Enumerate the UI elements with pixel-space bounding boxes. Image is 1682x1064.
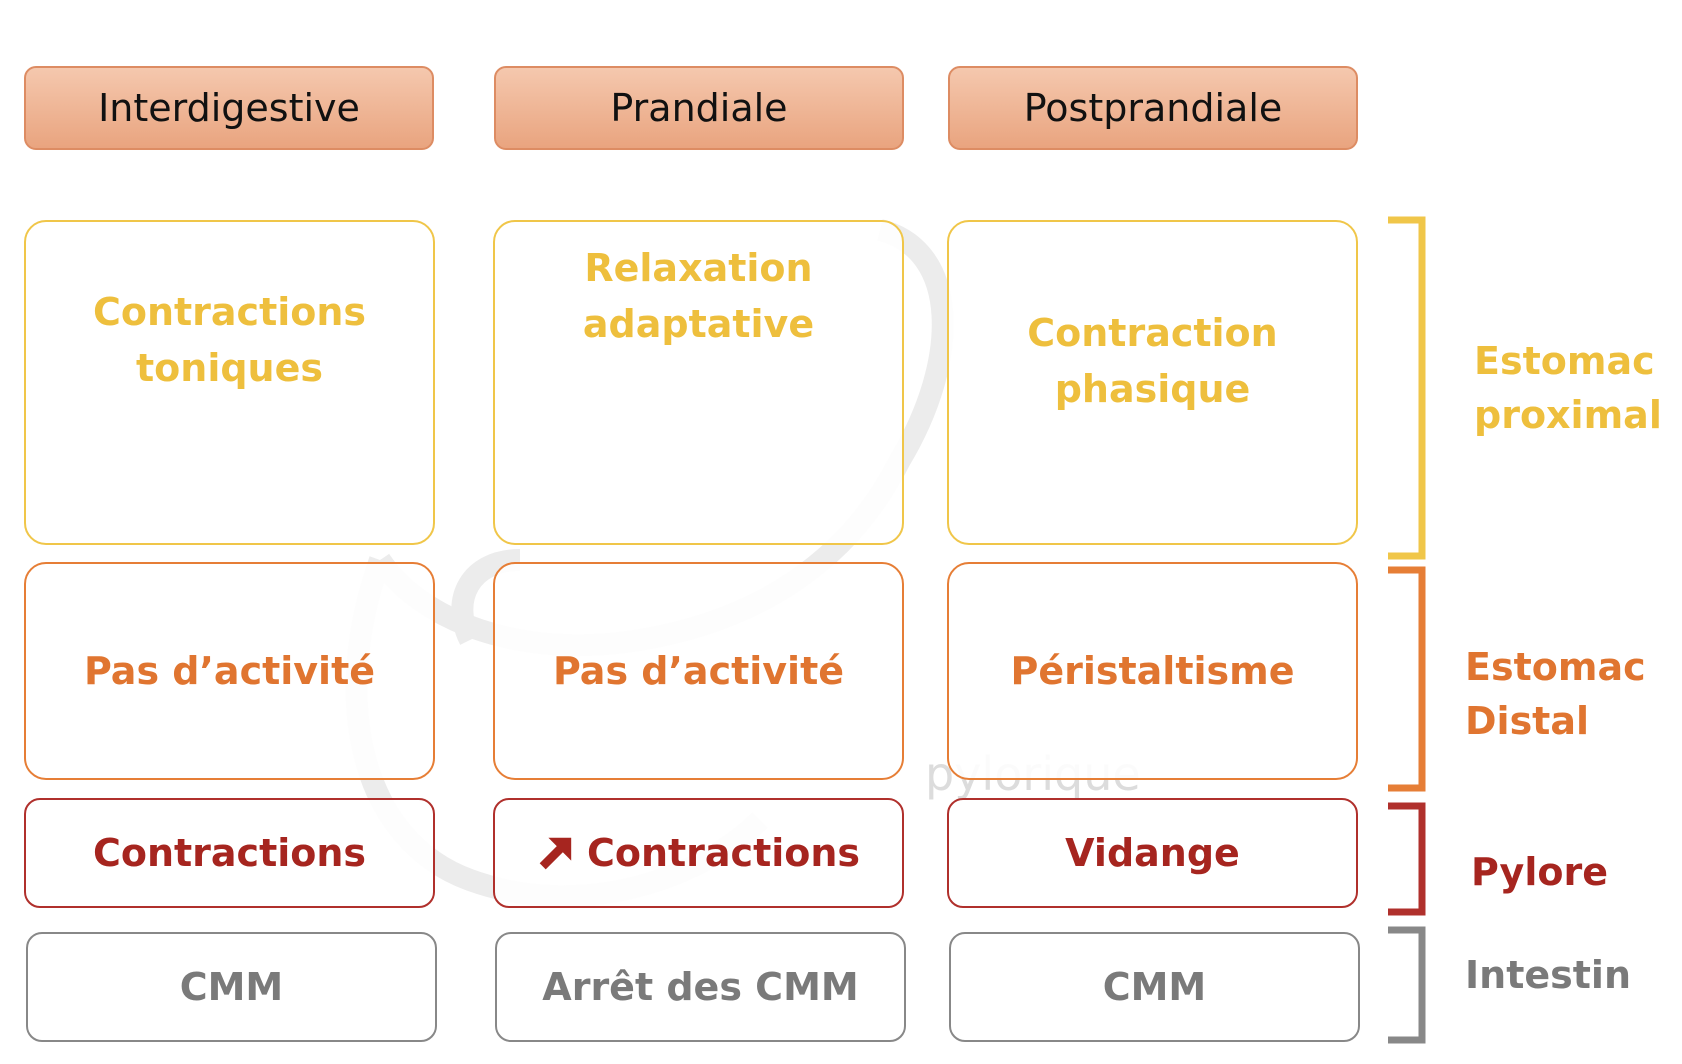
bracket-pylore [1388,802,1426,916]
column-header-label: Prandiale [610,86,788,130]
up-right-arrow-icon [539,837,572,870]
cell-intestin-prandiale: Arrêt des CMM [495,932,906,1042]
cell-intestin-interdigestive: CMM [26,932,437,1042]
cell-proximal-prandiale: Relaxation adaptative [493,220,904,545]
cell-pylore-interdigestive: Contractions [24,798,435,908]
row-label-estomac-distal: Estomac Distal [1465,645,1646,743]
cell-text: Relaxation adaptative [582,246,815,346]
bracket-proximal [1388,216,1426,560]
row-label-pylore: Pylore [1471,850,1608,894]
cell-pylore-prandiale: Contractions [493,798,904,908]
cell-text: Vidange [1065,831,1240,875]
bracket-intestin [1388,926,1426,1044]
cell-pylore-postprandiale: Vidange [947,798,1358,908]
column-header-interdigestive: Interdigestive [24,66,434,150]
cell-text: Contraction phasique [1027,311,1278,411]
cell-distal-prandiale: Pas d’activité [493,562,904,780]
cell-text: CMM [179,965,284,1009]
row-label-intestin: Intestin [1465,953,1631,997]
cell-distal-postprandiale: Péristaltisme [947,562,1358,780]
cell-text: Contractions [586,831,861,875]
cell-text: Contractions [92,831,367,875]
cell-distal-interdigestive: Pas d’activité [24,562,435,780]
column-header-label: Postprandiale [1023,86,1283,130]
column-header-prandiale: Prandiale [494,66,904,150]
cell-text: CMM [1102,965,1207,1009]
cell-text: Pas d’activité [83,649,376,693]
cell-text: Péristaltisme [1010,649,1295,693]
cell-intestin-postprandiale: CMM [949,932,1360,1042]
cell-text: Arrêt des CMM [542,965,859,1009]
cell-proximal-postprandiale: Contraction phasique [947,220,1358,545]
cell-text: Pas d’activité [552,649,845,693]
row-label-estomac-proximal: Estomac proximal [1474,339,1662,437]
column-header-postprandiale: Postprandiale [948,66,1358,150]
column-header-label: Interdigestive [98,86,360,130]
cell-text: Contractions toniques [92,290,367,390]
bracket-distal [1388,566,1426,792]
cell-proximal-interdigestive: Contractions toniques [24,220,435,545]
